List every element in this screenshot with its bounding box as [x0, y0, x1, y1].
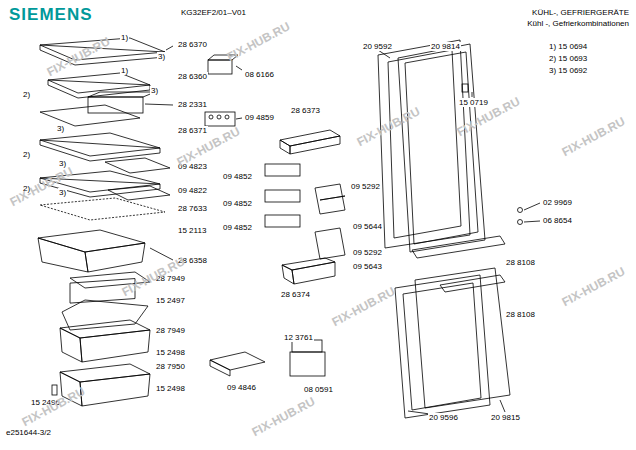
part-number: 06 8654 — [542, 216, 573, 225]
part-number: 1) — [120, 66, 129, 75]
header-text: KÜHL-, GEFRIERGERÄTE — [531, 8, 630, 17]
watermark: FIX-HUB.RU — [560, 267, 627, 308]
part-number: 28 7950 — [155, 362, 186, 371]
part-number: 3) — [56, 124, 65, 133]
part-number: 2) — [22, 150, 31, 159]
part-number: 2) — [22, 90, 31, 99]
part-number: 09 4846 — [226, 383, 257, 392]
part-number: 2) 15 0693 — [548, 54, 588, 63]
part-number: 3) — [150, 86, 159, 95]
part-number: e251644-3/2 — [5, 428, 52, 437]
door-bins — [205, 55, 345, 376]
part-number: 15 2498 — [155, 384, 186, 393]
doors — [378, 40, 523, 418]
watermark: FIX-HUB.RU — [355, 107, 422, 148]
part-number: 28 6373 — [290, 106, 321, 115]
part-number: 28 7949 — [155, 326, 186, 335]
header-text: KG32EF2/01–V01 — [180, 8, 247, 17]
part-number: 28 8108 — [505, 310, 536, 319]
part-number: 1) 15 0694 — [548, 42, 588, 51]
watermark: FIX-HUB.RU — [250, 397, 317, 438]
watermark: FIX-HUB.RU — [560, 117, 627, 158]
part-number: 3) — [58, 159, 67, 168]
part-number: 08 6166 — [244, 70, 275, 79]
watermark: FIX-HUB.RU — [20, 387, 87, 428]
part-number: 3) — [157, 52, 166, 61]
brand-logo: SIEMENS — [8, 6, 94, 24]
part-number: 28 6371 — [177, 126, 208, 135]
header-text: Kühl -, Gefrierkombinationen — [526, 19, 630, 28]
part-number: 09 5292 — [352, 248, 383, 257]
part-number: 20 9592 — [362, 42, 393, 51]
part-number: 3) 15 0692 — [548, 66, 588, 75]
part-number: 1) — [120, 33, 129, 42]
leader-lines — [145, 46, 540, 414]
part-number: 28 8108 — [505, 258, 536, 267]
part-number: 28 2331 — [177, 100, 208, 109]
part-number: 09 5292 — [350, 182, 381, 191]
part-number: 20 9596 — [428, 413, 459, 422]
part-number: 15 2498 — [155, 348, 186, 357]
part-number: 20 9814 — [430, 42, 461, 51]
part-number: 09 4852 — [222, 199, 253, 208]
part-number: 09 5644 — [352, 222, 383, 231]
part-number: 28 7633 — [177, 204, 208, 213]
part-number: 28 6360 — [177, 72, 208, 81]
drawers — [52, 272, 150, 406]
part-number: 15 2113 — [177, 226, 207, 235]
part-number: 28 6374 — [280, 290, 311, 299]
watermark: FIX-HUB.RU — [225, 22, 292, 63]
part-number: 02 9969 — [542, 198, 573, 207]
part-number: 09 4822 — [177, 186, 208, 195]
part-number: 15 0719 — [458, 98, 489, 107]
part-number: 09 5643 — [352, 262, 383, 271]
part-number: 09 4852 — [222, 172, 253, 181]
part-number: 3) — [58, 188, 67, 197]
part-number: 08 0591 — [303, 385, 334, 394]
part-number: 15 2497 — [155, 296, 186, 305]
part-number: 09 4852 — [222, 223, 253, 232]
part-number: 12 3761 — [283, 333, 314, 342]
part-number: 09 4859 — [244, 113, 275, 122]
watermark: FIX-HUB.RU — [330, 287, 397, 328]
part-number: 28 6370 — [177, 40, 208, 49]
part-number: 20 9815 — [490, 413, 521, 422]
